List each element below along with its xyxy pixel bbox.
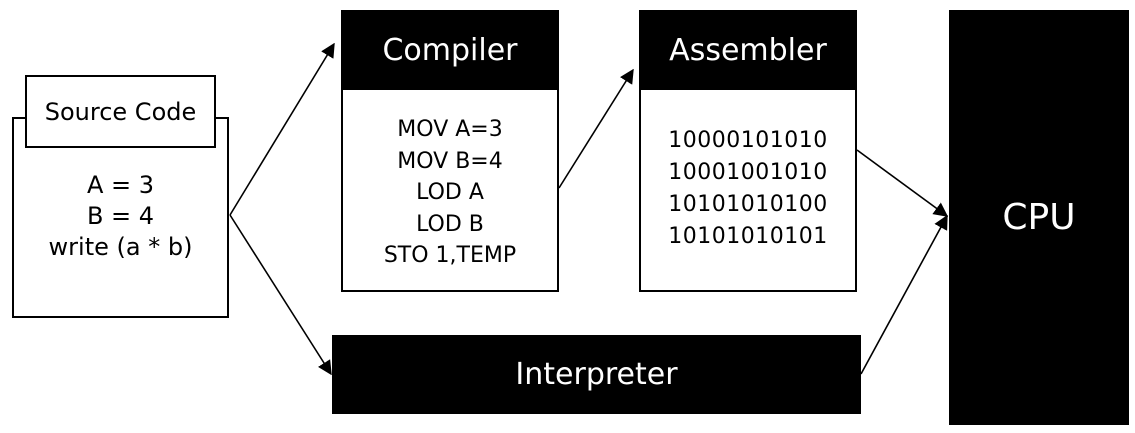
source-line: A = 3 xyxy=(86,171,155,199)
compiler-line: STO 1,TEMP xyxy=(383,243,517,268)
compiler-line: MOV B=4 xyxy=(397,148,503,174)
arrow-compiler-to-assembler xyxy=(558,68,634,189)
arrow-source-to-interpreter xyxy=(229,214,332,376)
compiler-line: MOV A=3 xyxy=(397,117,503,142)
compiler-line: LOD A xyxy=(416,180,484,205)
arrow-source-to-compiler xyxy=(229,42,335,216)
assembler-line: 10000101010 xyxy=(668,128,828,153)
compiler-lines: MOV A=3 MOV B=4 LOD A LOD B STO 1,TEMP xyxy=(341,114,559,272)
source-code-lines: A = 3 B = 4 write (a * b) xyxy=(12,170,229,263)
assembler-line: 10001001010 xyxy=(668,160,828,185)
assembler-line: 10101010100 xyxy=(668,192,828,217)
assembler-title: Assembler xyxy=(639,10,857,90)
cpu-block: CPU xyxy=(949,10,1129,425)
assembler-lines: 10000101010 10001001010 10101010100 1010… xyxy=(639,125,857,253)
arrow-interpreter-to-cpu xyxy=(860,214,948,375)
compiler-line: LOD B xyxy=(416,211,484,237)
source-line: B = 4 xyxy=(86,202,155,230)
source-code-title: Source Code xyxy=(25,75,216,148)
assembler-line: 10101010101 xyxy=(668,224,828,249)
compiler-title: Compiler xyxy=(341,10,559,90)
interpreter-block: Interpreter xyxy=(332,335,861,414)
source-line: write (a * b) xyxy=(48,233,193,261)
source-code-box xyxy=(12,117,229,318)
arrow-assembler-to-cpu xyxy=(856,149,949,217)
